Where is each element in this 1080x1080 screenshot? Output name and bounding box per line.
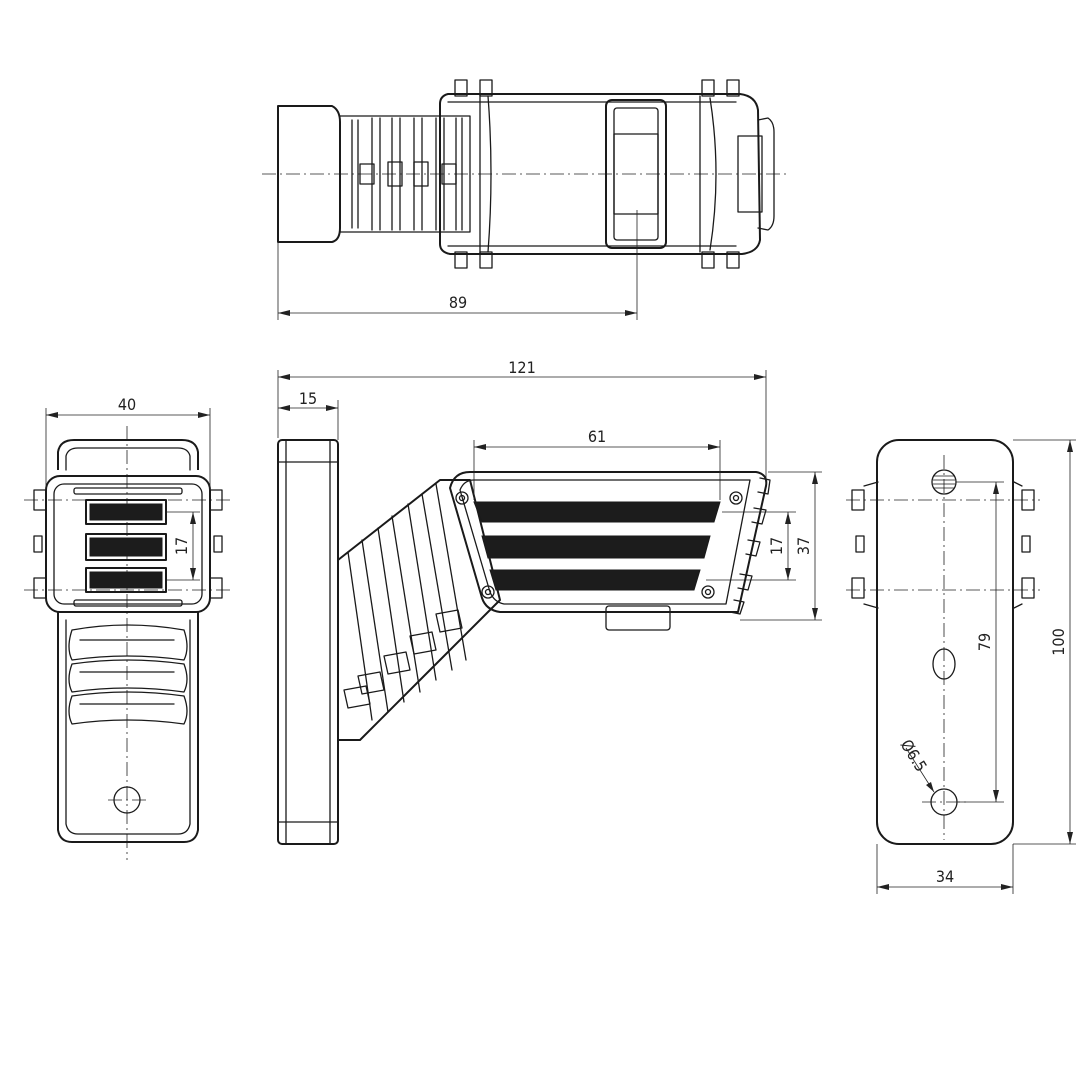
front-bosses (33, 489, 223, 599)
side-view (277, 439, 771, 845)
dim-lens-block-height: 37 (794, 537, 813, 555)
dim-lens-length: 61 (588, 427, 606, 446)
side-lens-middle (481, 535, 711, 559)
top-bellows (351, 117, 463, 231)
top-lens-window (605, 99, 667, 249)
front-base (57, 612, 199, 843)
dim-base-width: 34 (936, 867, 954, 886)
top-end-lens (737, 135, 763, 213)
side-lens-bottom (489, 569, 701, 591)
dim-overall-121: 121 (277, 358, 767, 484)
side-lens-top (473, 501, 721, 523)
side-bellows (343, 483, 467, 721)
side-base-plate (277, 439, 339, 845)
top-housing (439, 93, 761, 255)
dim-back-34: 34 (876, 844, 1014, 894)
dim-top-length: 89 (449, 293, 467, 312)
top-lens (613, 133, 659, 215)
dim-front-width: 40 (118, 395, 136, 414)
front-view (24, 426, 232, 860)
side-clip (605, 605, 671, 631)
back-plate (876, 439, 1014, 845)
dim-front-17: 17 (166, 511, 200, 581)
dim-front-40: 40 (45, 395, 211, 490)
dim-overall-length: 121 (508, 358, 535, 377)
front-bellows (68, 624, 188, 725)
dim-base-height: 100 (1049, 628, 1068, 655)
dim-lens-61: 61 (473, 427, 721, 500)
side-screws (455, 491, 743, 599)
dim-base-15: 15 (278, 389, 339, 440)
side-lenses (473, 501, 721, 591)
side-arm (337, 479, 501, 741)
dim-side-37: 37 (740, 471, 822, 621)
top-view (262, 79, 790, 269)
front-housing (45, 475, 211, 613)
top-base-plate (277, 105, 341, 243)
dim-back-79: 79 (956, 481, 1004, 803)
dim-side-pitch: 17 (767, 537, 786, 555)
back-bosses (851, 481, 1035, 609)
front-lenses (85, 499, 167, 593)
back-view: Ø6.5 (846, 439, 1040, 845)
back-middle-hole (932, 648, 956, 680)
dim-top-89: 89 (277, 210, 638, 320)
dim-hole-diameter: Ø6.5 (897, 736, 931, 775)
dim-base-thickness: 15 (299, 389, 317, 408)
side-housing (449, 471, 768, 613)
dim-side-17: 17 (706, 511, 796, 581)
dim-front-pitch: 17 (172, 537, 191, 555)
top-bosses (454, 79, 740, 269)
dim-back-100: 100 (1013, 439, 1076, 845)
front-hood (57, 439, 199, 470)
dim-hole-spacing: 79 (975, 633, 994, 651)
